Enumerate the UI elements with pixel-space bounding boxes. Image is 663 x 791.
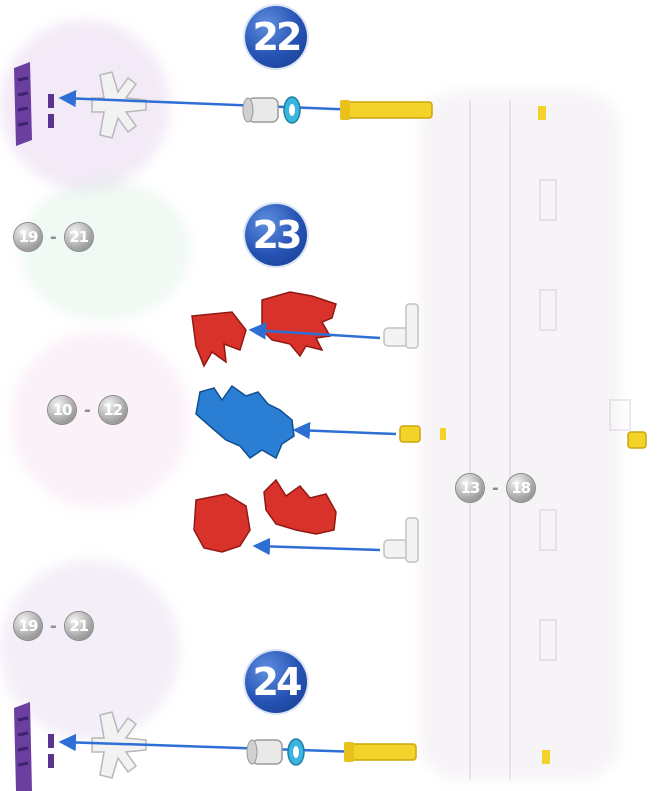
red-connector-lower	[194, 480, 336, 552]
white-pin-upper	[384, 304, 418, 348]
range-from: 19	[14, 223, 42, 251]
white-spacer-24	[247, 740, 282, 764]
step-number-badge: 23	[245, 204, 307, 266]
cyan-spacer-24	[288, 739, 304, 765]
cyan-spacer-22	[284, 97, 300, 123]
step-range-label: 10 - 12	[48, 396, 127, 424]
purple-connector-top	[14, 62, 54, 146]
range-from: 10	[48, 396, 76, 424]
ghost-frame	[470, 100, 630, 780]
range-to: 12	[99, 396, 127, 424]
red-connector-upper	[192, 292, 336, 366]
range-to: 21	[65, 223, 93, 251]
blue-connector	[196, 386, 294, 458]
yellow-rod-22	[340, 100, 546, 120]
white-spacer-22	[243, 98, 278, 122]
range-dash: -	[50, 226, 57, 249]
purple-connector-bottom	[14, 702, 54, 791]
range-from: 13	[456, 474, 484, 502]
yellow-rod-24	[344, 742, 550, 764]
white-connector-top	[92, 72, 146, 138]
step-range-label: 19 - 21	[14, 612, 93, 640]
arrow-23-middle	[296, 430, 396, 434]
range-dash: -	[84, 399, 91, 422]
range-to: 21	[65, 612, 93, 640]
step-range-label: 19 - 21	[14, 223, 93, 251]
arrow-23-lower	[256, 546, 380, 550]
range-from: 19	[14, 612, 42, 640]
range-to: 18	[507, 474, 535, 502]
white-pin-lower	[384, 518, 418, 562]
step-number-badge: 24	[245, 651, 307, 713]
step-range-label: 13 - 18	[456, 474, 535, 502]
step-number-badge: 22	[245, 6, 307, 68]
range-dash: -	[50, 615, 57, 638]
range-dash: -	[492, 477, 499, 500]
